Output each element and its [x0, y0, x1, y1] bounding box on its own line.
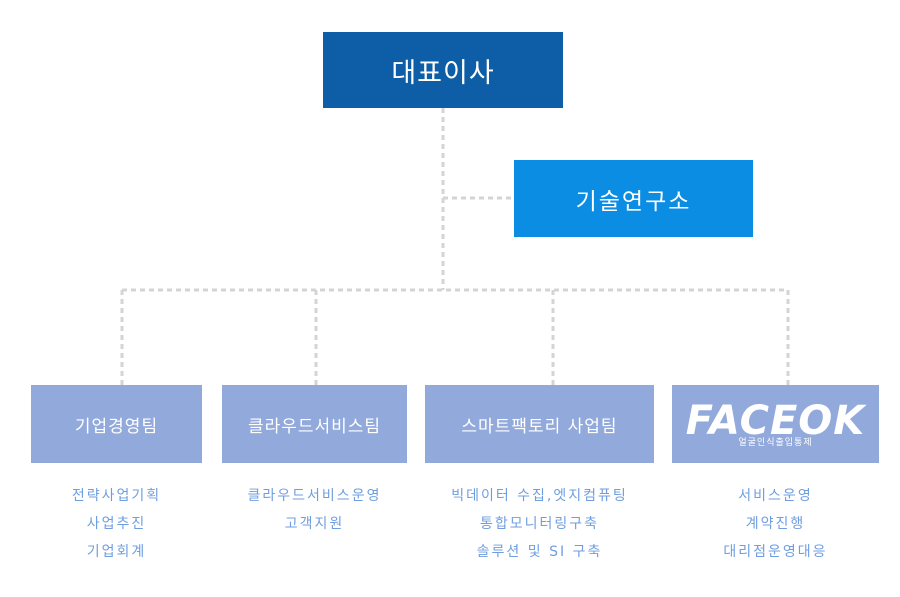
- duty-item: 사업추진: [86, 516, 147, 532]
- duty-item: 클라우드서비스운영: [247, 488, 382, 504]
- duty-item: 빅데이터 수집,엣지컴퓨팅: [451, 488, 628, 504]
- duty-item: 고객지원: [284, 516, 345, 532]
- ceo-box: 대표이사: [323, 32, 563, 108]
- ceo-label: 대표이사: [391, 57, 495, 89]
- team-label: 스마트팩토리 사업팀: [461, 416, 618, 437]
- duty-item: 기업회계: [86, 544, 147, 560]
- duties-smart-factory: 빅데이터 수집,엣지컴퓨팅 통합모니터링구축 솔루션 및 SI 구축: [425, 482, 654, 566]
- duty-item: 전략사업기획: [71, 488, 162, 504]
- team-box-smart-factory: 스마트팩토리 사업팀: [425, 385, 654, 463]
- duty-item: 솔루션 및 SI 구축: [476, 544, 603, 560]
- duty-item: 계약진행: [745, 516, 806, 532]
- team-label: 클라우드서비스팀: [247, 416, 382, 437]
- duty-item: 통합모니터링구축: [479, 516, 600, 532]
- team-box-cloud: 클라우드서비스팀: [222, 385, 407, 463]
- duties-management: 전략사업기획 사업추진 기업회계: [31, 482, 202, 566]
- duties-faceok: 서비스운영 계약진행 대리점운영대응: [672, 482, 879, 566]
- research-lab-box: 기술연구소: [514, 160, 753, 237]
- duty-item: 서비스운영: [738, 488, 813, 504]
- faceok-logo-subtitle: 얼굴인식출입통제: [738, 437, 813, 448]
- research-lab-label: 기술연구소: [575, 188, 692, 215]
- team-box-faceok: FACEOK 얼굴인식출입통제: [672, 385, 879, 463]
- team-label: 기업경영팀: [74, 416, 159, 437]
- team-box-management: 기업경영팀: [31, 385, 202, 463]
- faceok-logo: FACEOK 얼굴인식출입통제: [686, 401, 866, 448]
- faceok-logo-text: FACEOK: [685, 397, 866, 444]
- duties-cloud: 클라우드서비스운영 고객지원: [222, 482, 407, 538]
- duty-item: 대리점운영대응: [723, 544, 828, 560]
